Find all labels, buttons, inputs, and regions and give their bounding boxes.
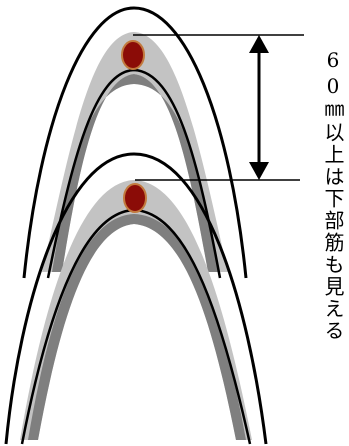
lower-rebar-dot (123, 183, 147, 213)
arrow-head-up (249, 35, 269, 53)
lower-light-band (20, 180, 252, 440)
upper-dark-band (52, 74, 218, 272)
lower-outer-arch (4, 152, 268, 445)
upper-arch (22, 6, 248, 279)
annotation-text: 60㎜以上は下部筋も見える (321, 48, 345, 342)
lower-dark-band (28, 214, 246, 440)
upper-light-band (42, 32, 228, 272)
dimension-arrow (249, 35, 269, 180)
upper-rebar-dot (121, 40, 145, 70)
upper-outer-arch (22, 6, 248, 279)
upper-inner-line (46, 68, 222, 279)
arrow-head-down (249, 162, 269, 180)
